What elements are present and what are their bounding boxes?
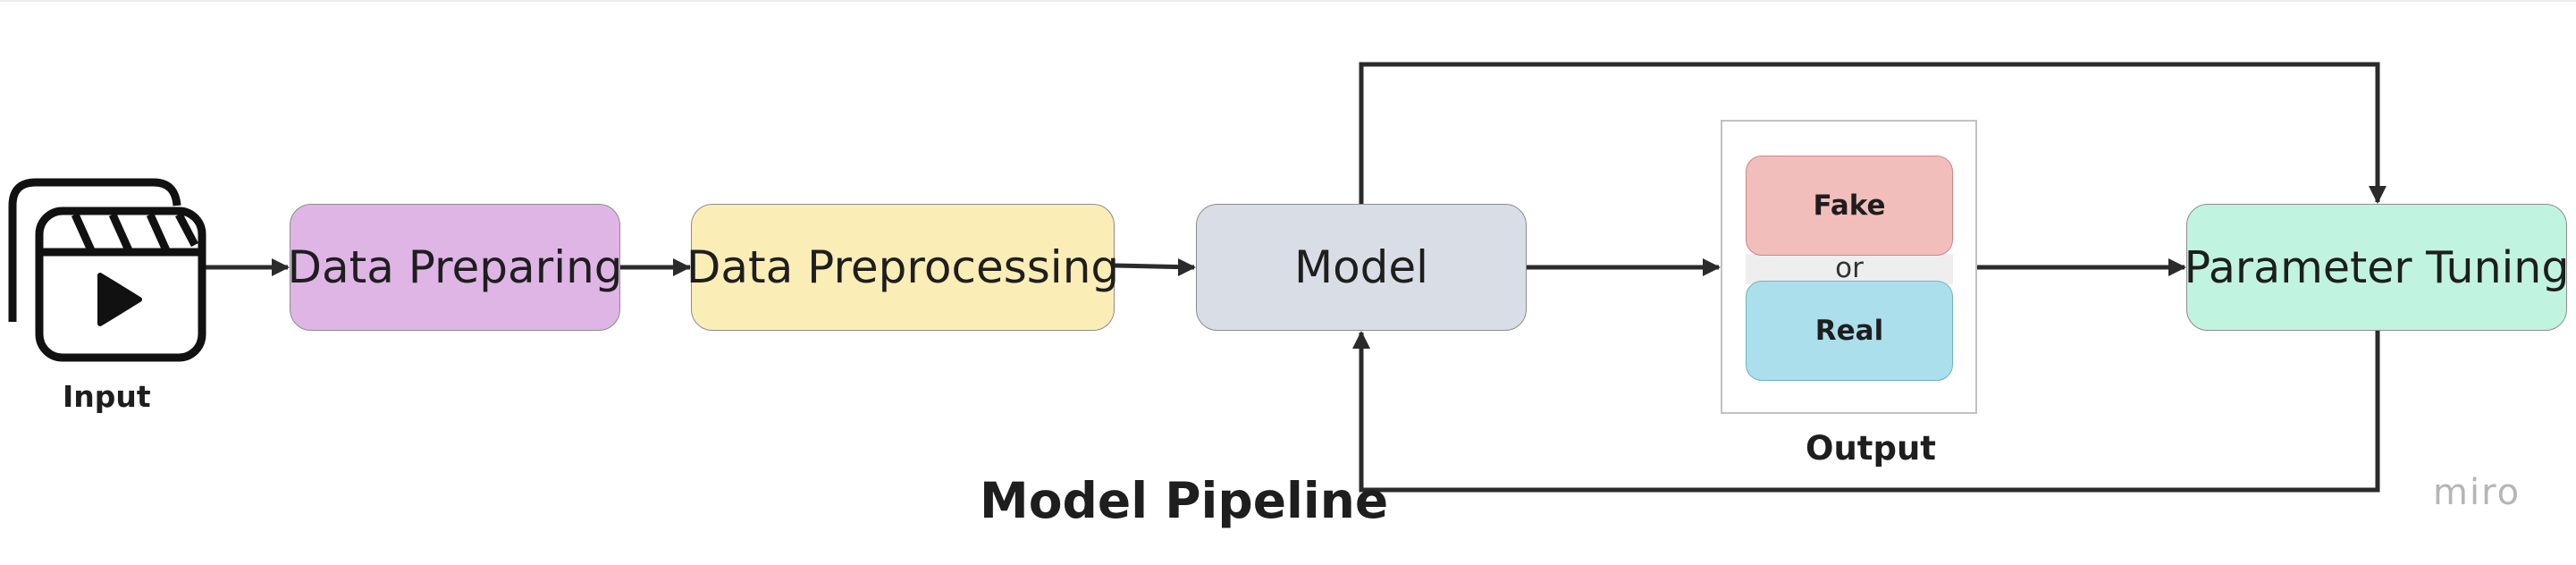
arrowhead-tuning <box>2168 258 2186 276</box>
arrowhead-tuning-top <box>2369 186 2387 204</box>
or-band <box>1746 254 1953 284</box>
diagram-title: Model Pipeline <box>980 472 1389 529</box>
loop-model-to-tuning <box>1359 62 2380 204</box>
node-parameter-tuning: Parameter Tuning <box>2185 204 2569 331</box>
output-label: Output <box>1806 429 1936 468</box>
output-or-label: or <box>1835 252 1864 284</box>
arrowhead-preparing <box>272 258 290 276</box>
output-fake: Fake <box>1746 156 1953 256</box>
video-clip-icon <box>8 178 206 362</box>
arrowhead-model <box>1178 258 1196 276</box>
top-border <box>0 0 2576 2</box>
input-label: Input <box>63 379 151 414</box>
arrowhead-output <box>1703 258 1721 276</box>
node-model: Model <box>1196 204 1527 331</box>
node-data-preprocessing: Data Preprocessing <box>686 204 1119 331</box>
loop-tuning-to-model <box>1359 331 2380 493</box>
miro-watermark: miro <box>2433 472 2521 513</box>
node-data-preparing: Data Preparing <box>287 204 623 331</box>
output-real: Real <box>1746 281 1953 381</box>
arrowhead-model-bottom <box>1352 331 1370 349</box>
arrowhead-preprocessing <box>673 258 691 276</box>
